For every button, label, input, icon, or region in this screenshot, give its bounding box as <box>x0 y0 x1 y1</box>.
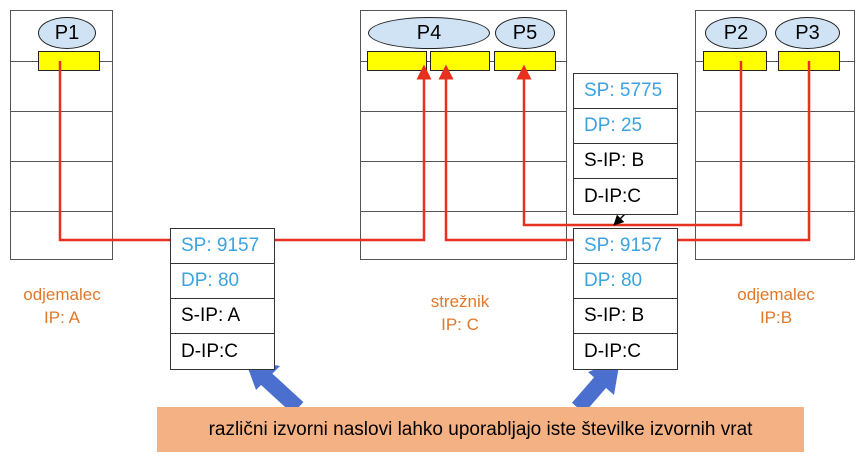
client-a-role: odjemalec <box>23 285 101 304</box>
socket-p5 <box>494 51 556 71</box>
layer-divider <box>11 161 112 162</box>
segment-b-to-c-upper: SP: 5775 DP: 25 S-IP: B D-IP:C <box>573 73 678 215</box>
client-b-ip: IP:B <box>759 308 793 327</box>
layer-divider <box>361 111 566 112</box>
dest-port: DP: 80 <box>171 264 274 299</box>
process-p5: P5 <box>495 17 555 49</box>
layer-divider <box>11 211 112 212</box>
layer-divider <box>696 211 854 212</box>
client-b-role: odjemalec <box>737 285 815 304</box>
process-p4: P4 <box>368 17 490 49</box>
segment-a-to-c: SP: 9157 DP: 80 S-IP: A D-IP:C <box>170 228 275 370</box>
caption-banner: različni izvorni naslovi lahko uporablja… <box>157 407 804 452</box>
socket-p1 <box>38 51 100 71</box>
layer-divider <box>361 211 566 212</box>
caption-text: različni izvorni naslovi lahko uporablja… <box>208 418 753 440</box>
client-a-ip: IP: A <box>44 308 80 327</box>
source-port: SP: 9157 <box>574 229 677 264</box>
layer-divider <box>696 111 854 112</box>
source-port: SP: 5775 <box>574 74 677 109</box>
layer-divider <box>361 161 566 162</box>
source-port: SP: 9157 <box>171 229 274 264</box>
dest-port: DP: 25 <box>574 109 677 144</box>
client-b-host <box>695 10 855 260</box>
socket-p2 <box>703 51 767 71</box>
process-p1: P1 <box>38 17 96 49</box>
dest-ip: D-IP:C <box>584 340 641 362</box>
source-ip: S-IP: A <box>171 299 274 334</box>
server-role: strežnik <box>430 292 490 311</box>
segment-b-to-c-lower: SP: 9157 DP: 80 S-IP: B D-IP:C <box>573 228 678 370</box>
socket-p4-b <box>430 51 490 71</box>
dest-ip: D-IP:C <box>181 340 238 362</box>
source-ip: S-IP: B <box>574 299 677 334</box>
dest-ip: D-IP:C <box>584 185 641 207</box>
client-a-label: odjemalec IP: A <box>2 283 122 329</box>
source-ip: S-IP: B <box>574 144 677 179</box>
socket-p3 <box>778 51 840 71</box>
process-p3: P3 <box>775 17 840 49</box>
layer-divider <box>11 111 112 112</box>
client-b-label: odjemalec IP:B <box>716 283 836 329</box>
layer-divider <box>696 161 854 162</box>
process-p2: P2 <box>705 17 767 49</box>
server-label: strežnik IP: C <box>400 290 520 336</box>
server-ip: IP: C <box>441 315 479 334</box>
socket-p4-a <box>367 51 427 71</box>
dest-port: DP: 80 <box>574 264 677 299</box>
